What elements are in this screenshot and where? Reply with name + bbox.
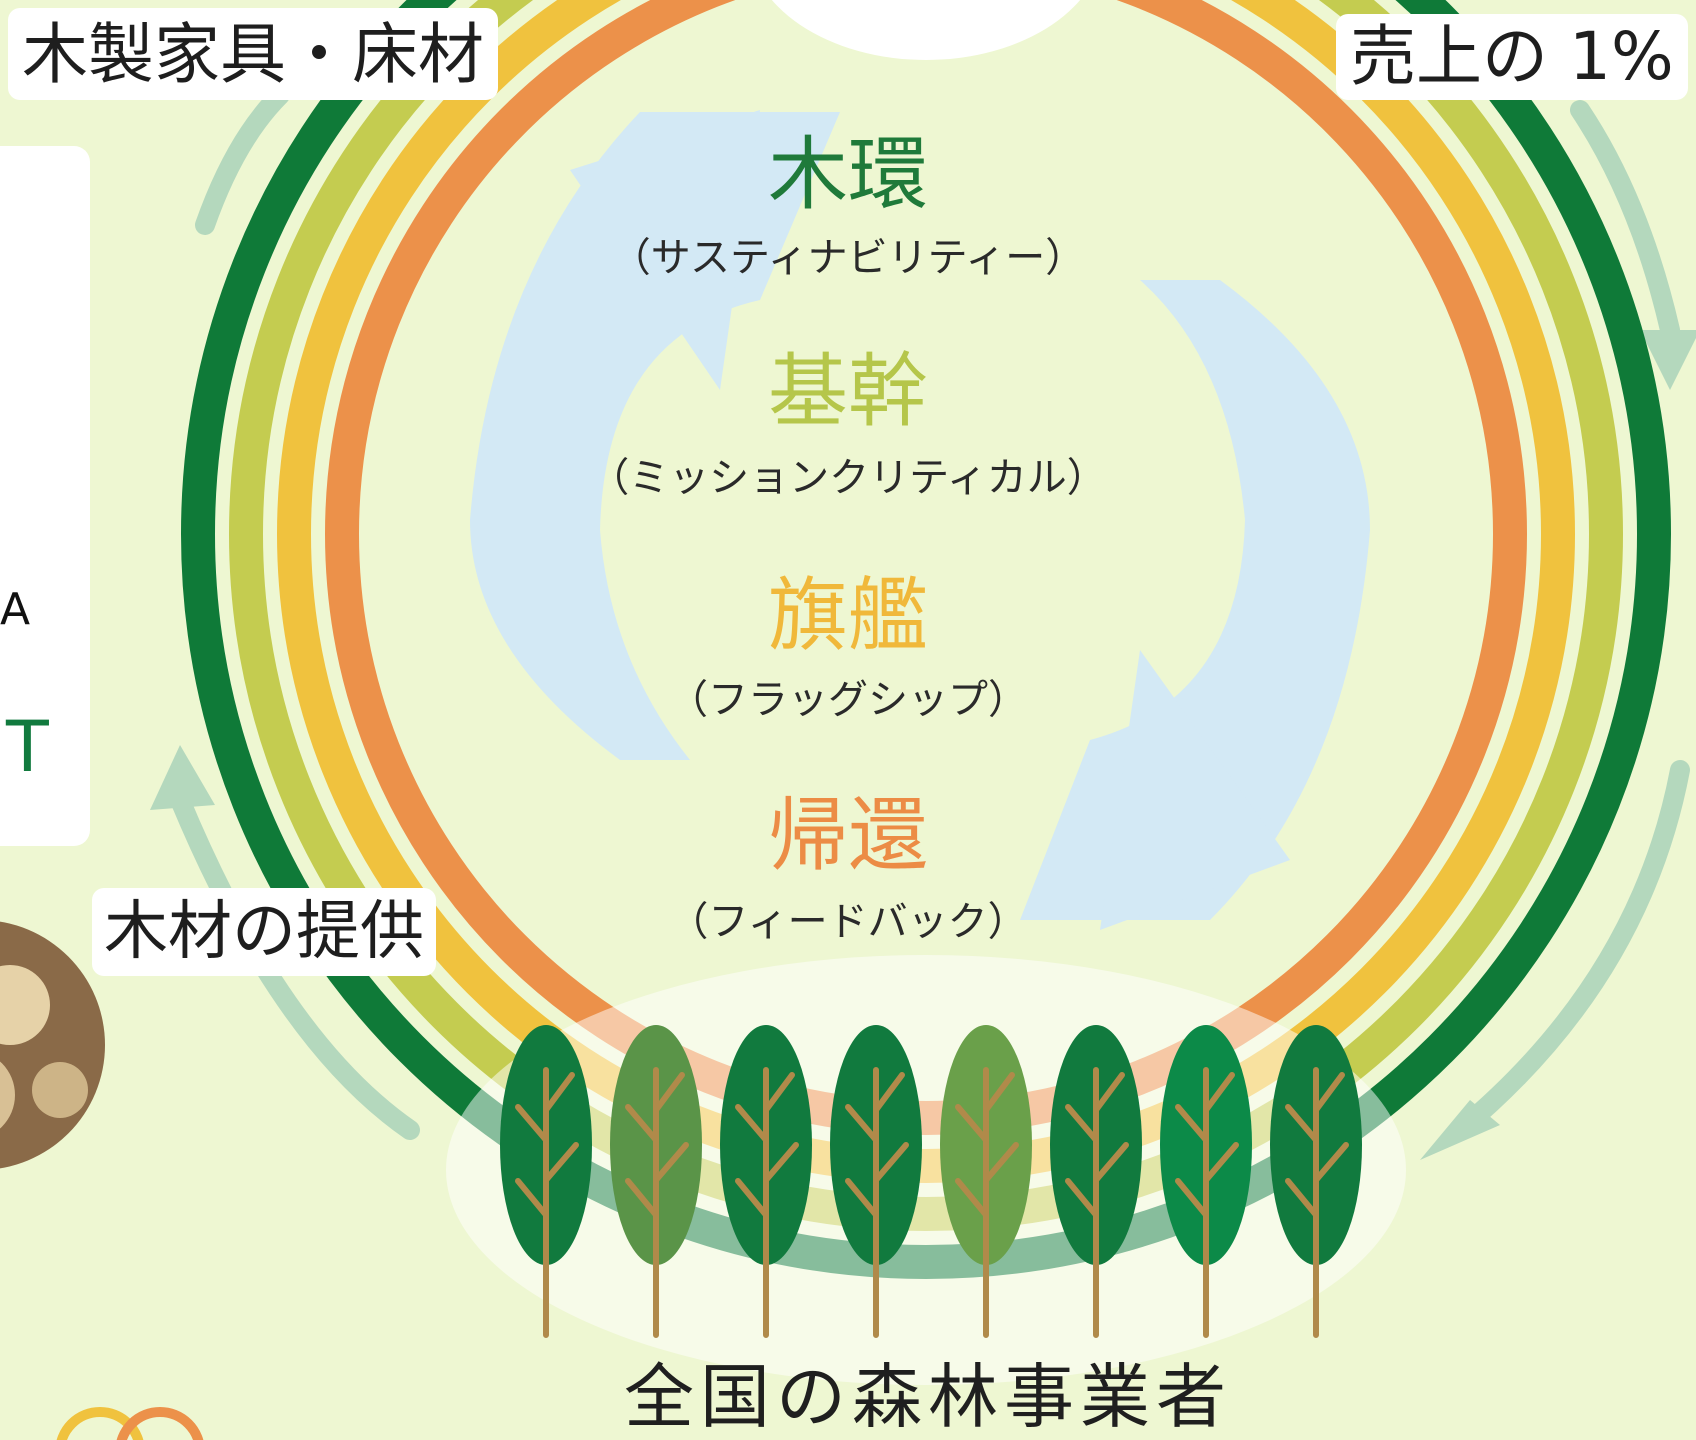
timber-photo xyxy=(0,921,105,1169)
label-furniture-flooring: 木製家具・床材 xyxy=(8,8,498,100)
side-card: A T xyxy=(0,146,90,846)
decor-circle-yellow xyxy=(56,1407,144,1440)
cycle-arrows xyxy=(470,110,1370,930)
outer-flow-arrows xyxy=(170,85,1690,1140)
top-notch xyxy=(771,0,1081,60)
tree-row xyxy=(500,1025,1362,1338)
title-feedback: 帰還 xyxy=(768,789,928,882)
decor-circles xyxy=(56,1407,204,1440)
reading-mission-critical: （ミッションクリティカル） xyxy=(589,455,1107,501)
outer-arrow-heads xyxy=(150,330,1696,1160)
reading-flagship: （フラッグシップ） xyxy=(668,677,1028,723)
label-forestry-operators: 全国の森林事業者 xyxy=(624,1356,1232,1438)
tree-icon xyxy=(1270,1025,1362,1338)
tree-icon xyxy=(500,1025,592,1338)
label-one-percent-sales: 売上の 1% xyxy=(1336,14,1688,100)
tree-icon xyxy=(940,1025,1032,1338)
title-mission-critical: 基幹 xyxy=(768,345,928,438)
tree-icon xyxy=(1160,1025,1252,1338)
tree-icon xyxy=(1050,1025,1142,1338)
card-fragment-t: T xyxy=(6,706,49,788)
tree-icon xyxy=(830,1025,922,1338)
title-sustainability: 木環 xyxy=(768,128,928,221)
card-fragment-a: A xyxy=(0,584,31,635)
label-timber-supply: 木材の提供 xyxy=(92,888,436,976)
decor-circle-orange xyxy=(116,1407,204,1440)
reading-feedback: （フィードバック） xyxy=(668,899,1028,945)
tree-icon xyxy=(720,1025,812,1338)
title-flagship: 旗艦 xyxy=(768,569,928,662)
tree-icon xyxy=(610,1025,702,1338)
reading-sustainability: （サスティナビリティー） xyxy=(610,235,1086,281)
